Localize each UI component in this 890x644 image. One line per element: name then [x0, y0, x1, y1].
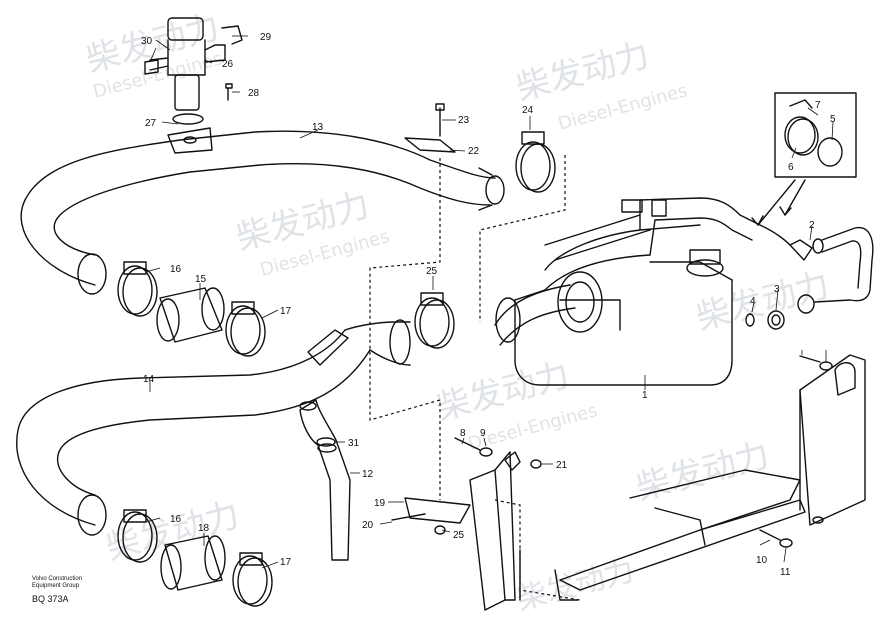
elbow-29 — [221, 25, 243, 45]
callout-30: 30 — [141, 36, 153, 47]
washer-11 — [779, 538, 793, 548]
bolt-20 — [391, 513, 426, 521]
callout-26: 26 — [222, 59, 234, 70]
callout-25-upper: 24 — [522, 105, 534, 116]
callout-25-lower: 25 — [426, 266, 438, 277]
leader-lines — [145, 35, 834, 569]
detail-box-5-6-7 — [774, 92, 857, 178]
hose-14-end-left — [77, 494, 107, 536]
hose-13-inner — [53, 163, 491, 256]
washer-21 — [530, 459, 542, 469]
bolt-8-right — [799, 355, 821, 363]
callout-2: 2 — [809, 220, 815, 231]
sleeve-18 — [164, 535, 223, 591]
callout-6: 6 — [788, 162, 794, 173]
duct-center — [344, 321, 411, 366]
callout-24: 25 — [453, 530, 465, 541]
callout-20: 20 — [362, 520, 374, 531]
hose-13-end-left — [77, 253, 107, 295]
pipe-branch — [307, 329, 349, 366]
callout-5: 5 — [830, 114, 836, 125]
callout-3: 3 — [774, 284, 780, 295]
duct-center-end — [389, 319, 411, 365]
fitting-3 — [767, 310, 785, 330]
callout-15: 15 — [195, 274, 207, 285]
hose-12-top — [299, 401, 317, 411]
callout-17-upper: 17 — [280, 306, 292, 317]
outlet-pipe — [494, 284, 576, 346]
callout-28: 28 — [248, 88, 260, 99]
bolt-10 — [759, 529, 781, 541]
bracket-22 — [404, 137, 456, 153]
fitting-2 — [789, 226, 874, 314]
callout-1: 1 — [642, 390, 648, 401]
washer-9 — [479, 447, 493, 457]
callout-14: 14 — [143, 374, 155, 385]
nut-24 — [434, 525, 446, 535]
clamp-16-lower — [117, 509, 158, 563]
callout-12: 12 — [362, 469, 374, 480]
dashed-routing — [369, 155, 581, 601]
callout-17-lower: 17 — [280, 557, 292, 568]
hose-14-inner — [56, 349, 371, 496]
callout-11: 11 — [780, 567, 791, 578]
bolt-23 — [435, 103, 445, 137]
bolt-28 — [225, 83, 233, 101]
watermark-layer: 柴发动力 Diesel-Engines 柴发动力 Diesel-Engines … — [82, 7, 834, 618]
clamp-31b — [317, 443, 337, 453]
callout-13: 13 — [312, 122, 324, 133]
callout-16-lower: 16 — [170, 514, 182, 525]
hose-13-end-right — [485, 175, 505, 205]
maker-line-1: Volvo Construction — [32, 576, 83, 582]
hose-12 — [299, 399, 351, 561]
pointer-arrows — [757, 179, 806, 226]
sleeve-15 — [159, 287, 223, 343]
maker-line-2: Equipment Group — [32, 583, 80, 589]
clamp-25-lower — [414, 292, 455, 349]
sensor-30 — [144, 59, 159, 75]
clamp-17-upper — [225, 301, 266, 357]
callout-19: 19 — [374, 498, 386, 509]
watermark-brand: 柴发动力 — [692, 265, 834, 339]
callout-4: 4 — [750, 296, 756, 307]
callout-22: 22 — [468, 146, 480, 157]
watermark-brand: 柴发动力 — [513, 553, 638, 618]
intercooler-1 — [494, 197, 791, 386]
callout-8: 8 — [460, 428, 466, 439]
valve-26 — [149, 17, 226, 154]
callout-9: 9 — [480, 428, 486, 439]
callout-23: 23 — [458, 115, 470, 126]
clamp-17-lower — [232, 552, 273, 607]
callout-18: 18 — [198, 523, 210, 534]
bolt-8 — [454, 437, 481, 451]
callout-labels: 1 2 3 4 5 6 7 8 9 10 11 12 13 14 15 16 1… — [141, 32, 836, 578]
callout-21: 21 — [556, 460, 568, 471]
callout-7: 7 — [815, 100, 821, 111]
clamp-16-upper — [117, 261, 158, 317]
callout-31: 31 — [348, 438, 360, 449]
washer-4 — [745, 313, 755, 327]
support-frame — [404, 354, 866, 611]
callout-27: 27 — [145, 118, 157, 129]
hose-13 — [20, 130, 496, 286]
callout-10: 10 — [756, 555, 768, 566]
washer-9-right — [819, 361, 833, 371]
callout-29: 29 — [260, 32, 272, 43]
hose-14 — [16, 329, 346, 526]
drawing-id: BQ 373A — [32, 594, 69, 604]
clamp-25-upper — [515, 131, 556, 193]
callout-16-upper: 16 — [170, 264, 182, 275]
